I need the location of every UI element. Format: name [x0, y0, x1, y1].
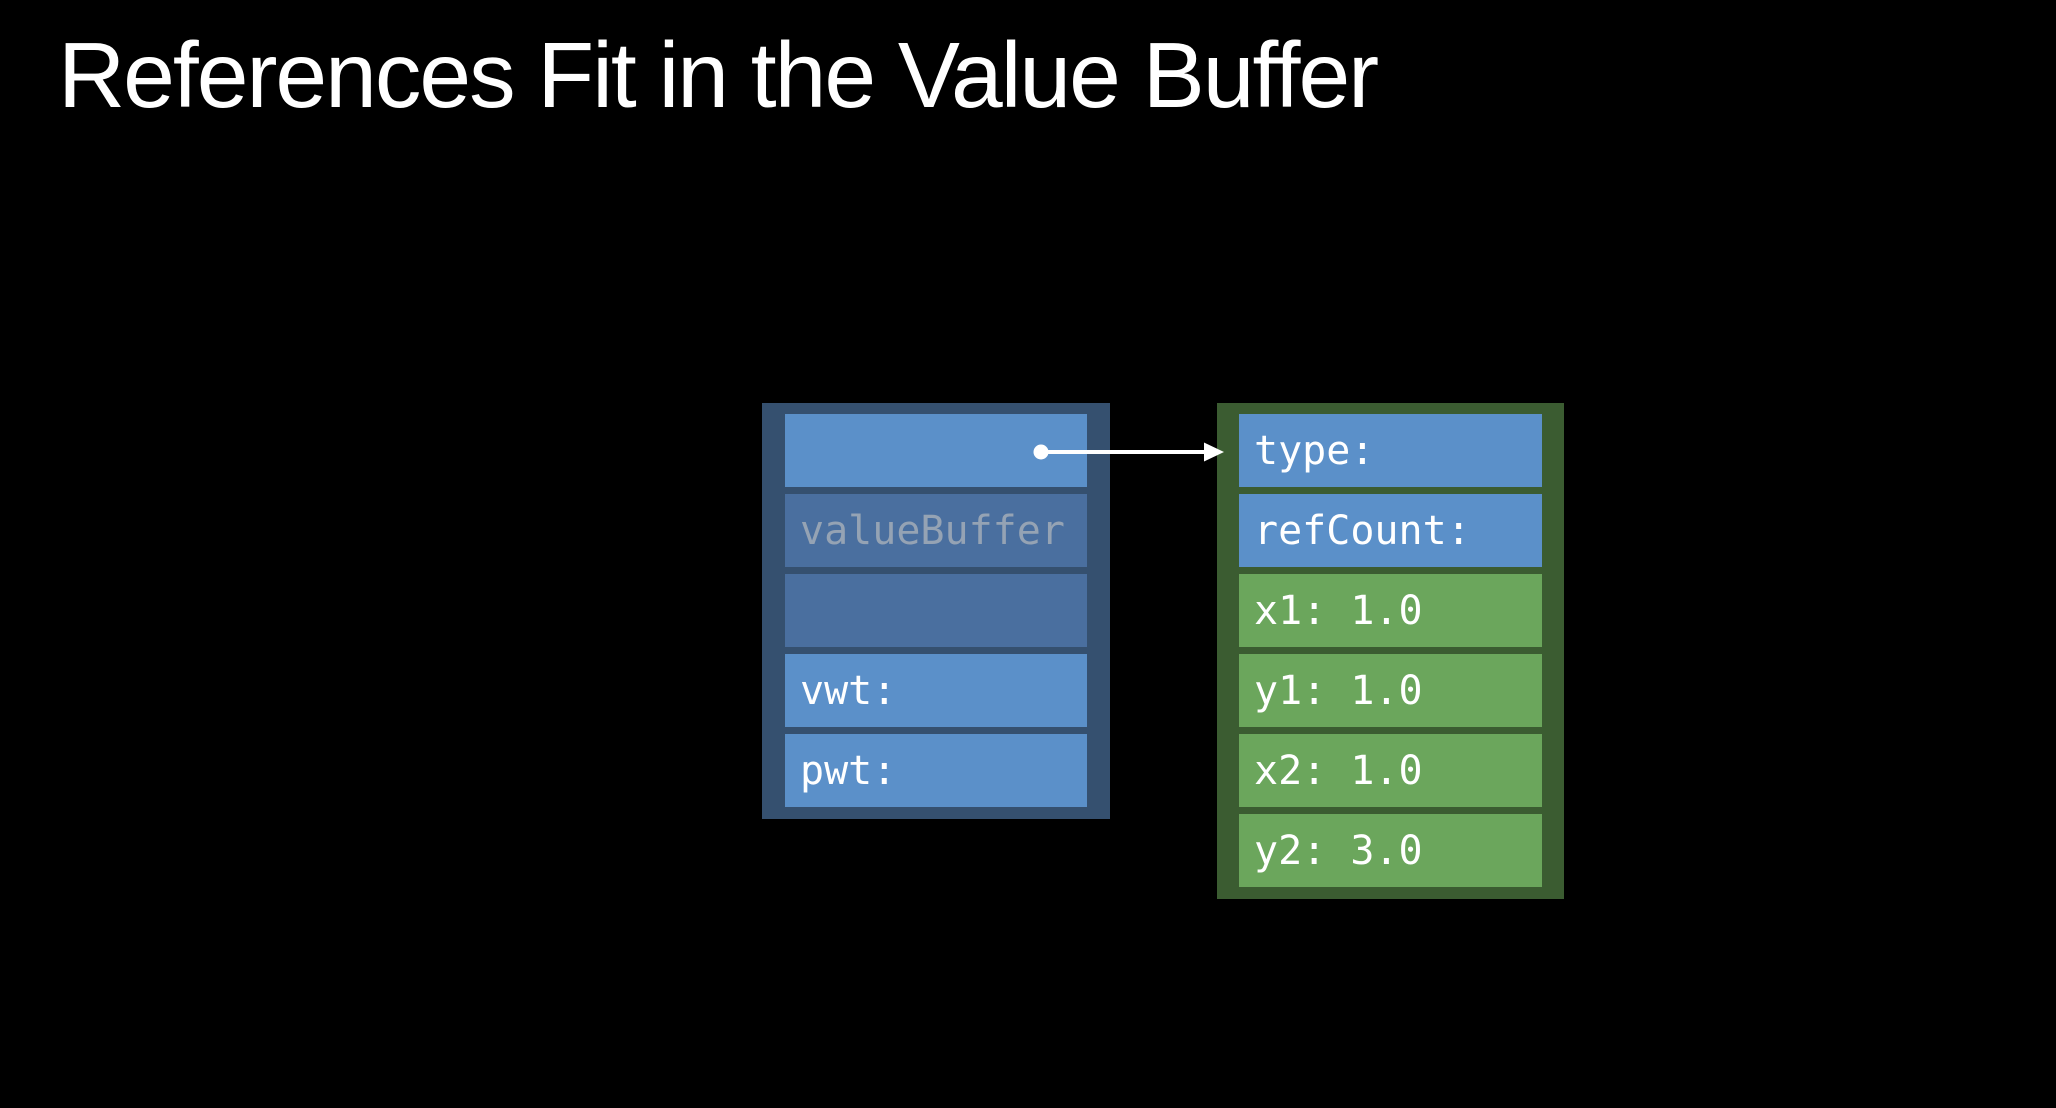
slide-title: References Fit in the Value Buffer	[58, 23, 1379, 127]
type-label: type:	[1254, 427, 1375, 474]
x2-row: x2: 1.0	[1239, 734, 1542, 807]
x2-label: x2: 1.0	[1254, 747, 1423, 794]
buffer-empty-slot-row	[785, 574, 1087, 647]
reference-arrow	[1033, 442, 1224, 462]
y1-label: y1: 1.0	[1254, 667, 1423, 714]
x1-row: x1: 1.0	[1239, 574, 1542, 647]
y1-row: y1: 1.0	[1239, 654, 1542, 727]
vwt-row: vwt:	[785, 654, 1087, 727]
y2-row: y2: 3.0	[1239, 814, 1542, 887]
x1-label: x1: 1.0	[1254, 587, 1423, 634]
refcount-row: refCount:	[1239, 494, 1542, 567]
arrow-head-icon	[1204, 442, 1224, 462]
pwt-row: pwt:	[785, 734, 1087, 807]
existential-container-box: valueBuffer vwt: pwt:	[762, 403, 1110, 819]
type-row: type:	[1239, 414, 1542, 487]
vwt-label: vwt:	[800, 667, 897, 714]
refcount-label: refCount:	[1254, 507, 1471, 554]
value-buffer-label: valueBuffer	[800, 507, 1065, 554]
y2-label: y2: 3.0	[1254, 827, 1423, 874]
pwt-label: pwt:	[800, 747, 897, 794]
heap-object-box: type: refCount: x1: 1.0 y1: 1.0 x2: 1.0 …	[1217, 403, 1564, 899]
value-buffer-label-row: valueBuffer	[785, 494, 1087, 567]
